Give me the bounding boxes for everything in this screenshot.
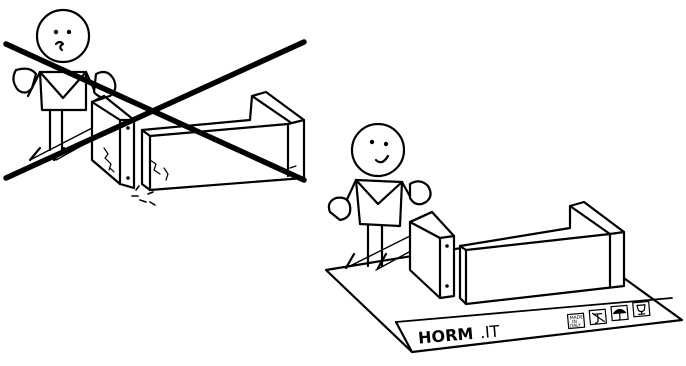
side-panel bbox=[408, 210, 456, 300]
no-hooks-icon bbox=[588, 308, 608, 326]
brand-logo: HORM .IT bbox=[417, 322, 500, 348]
desk bbox=[458, 200, 626, 306]
wrong-scene bbox=[3, 8, 307, 206]
correct-scene: HORM .IT MADE IN ITALY bbox=[324, 122, 684, 354]
svg-text:MADE: MADE bbox=[570, 314, 584, 321]
cross-out-mark bbox=[3, 39, 307, 183]
brand-name: HORM bbox=[417, 324, 474, 348]
worried-person-figure bbox=[12, 8, 117, 162]
keep-dry-icon bbox=[610, 304, 629, 322]
svg-text:IN: IN bbox=[572, 319, 577, 325]
brand-suffix: .IT bbox=[479, 322, 500, 343]
damaged-side-panel bbox=[90, 94, 136, 190]
svg-text:ITALY: ITALY bbox=[569, 322, 581, 329]
fragile-glass-icon bbox=[632, 300, 651, 318]
carton-handling-icons: MADE IN ITALY bbox=[566, 300, 651, 329]
debris-marks bbox=[131, 185, 156, 206]
made-in-italy-icon: MADE IN ITALY bbox=[566, 312, 586, 329]
happy-person-figure bbox=[327, 122, 432, 270]
